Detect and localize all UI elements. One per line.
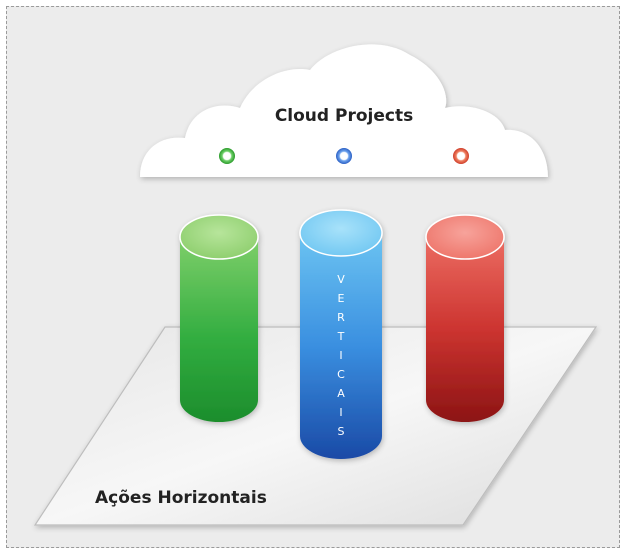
pillar-letter: V [337, 273, 345, 286]
pillar-letter: S [338, 425, 345, 438]
pillar-letter: R [337, 311, 345, 324]
cloud-dot-blue [336, 148, 352, 164]
pillar-red [425, 214, 505, 422]
horizontal-plane-label: Ações Horizontais [95, 488, 267, 508]
pillar-letter: T [337, 330, 345, 343]
pillar-letter: I [339, 349, 342, 362]
cloud-shape [140, 44, 548, 177]
cloud-title: Cloud Projects [275, 106, 413, 126]
cloud-dot-orange [453, 148, 469, 164]
cloud-dot-green [219, 148, 235, 164]
pillar-letter: A [337, 387, 345, 400]
pillar-letter: E [338, 292, 345, 305]
pillar-blue-label: V E R T I C A I S [337, 273, 346, 438]
pillar-blue [299, 209, 383, 459]
pillar-green [179, 214, 259, 422]
pillar-letter: C [337, 368, 345, 381]
pillar-letter: I [339, 406, 342, 419]
